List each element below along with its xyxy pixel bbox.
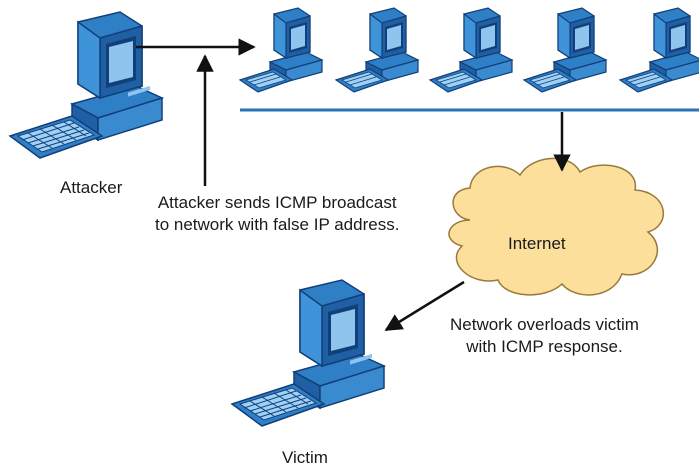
- overload-caption-line-1: Network overloads victim: [450, 315, 639, 334]
- arrow-internet-to-victim: [384, 280, 465, 332]
- overload-caption-line-2: with ICMP response.: [466, 337, 623, 356]
- attacker-computer-icon: [9, 11, 163, 159]
- overload-caption: Network overloads victim with ICMP respo…: [450, 314, 639, 358]
- network-computer-icon-5: [619, 7, 699, 93]
- network-computer-icon-1: [239, 7, 323, 93]
- victim-computer-icon: [231, 279, 385, 427]
- broadcast-caption-line-2: to network with false IP address.: [155, 215, 400, 234]
- network-computer-icon-4: [523, 7, 607, 93]
- broadcast-caption-line-1: Attacker sends ICMP broadcast: [157, 193, 397, 212]
- internet-label: Internet: [508, 234, 566, 253]
- attacker-label: Attacker: [60, 178, 123, 197]
- network-computer-icon-3: [429, 7, 513, 93]
- broadcast-caption: Attacker sends ICMP broadcast to network…: [155, 192, 399, 236]
- victim-label: Victim: [282, 448, 328, 467]
- internet-cloud: [448, 157, 665, 296]
- network-computer-icon-2: [335, 7, 419, 93]
